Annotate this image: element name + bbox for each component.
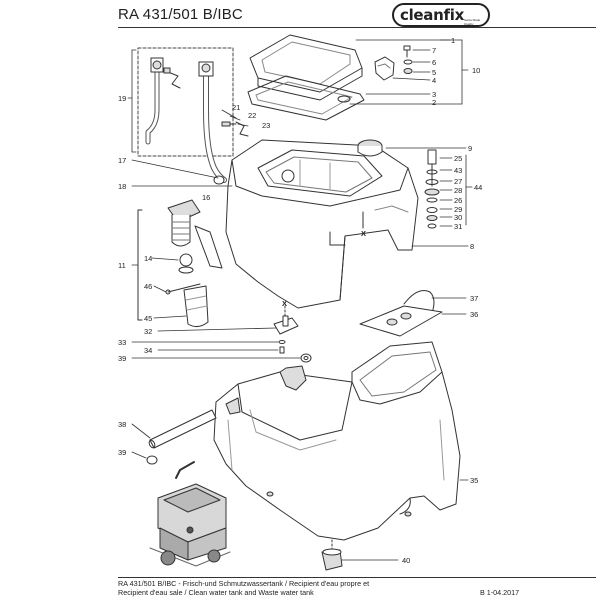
callout-labels-right-top: 7 6 5 4 3 2 1 10 [432,36,480,107]
waste-water-tank [213,341,461,541]
marker-x-center: X [361,229,366,238]
lid-hinge-clip [337,95,351,103]
callout-16: 16 [202,193,210,202]
callout-2: 2 [432,98,436,107]
callout-43: 43 [454,166,462,175]
logo-text: cleanfix [400,6,464,24]
filter-strap-16 [194,225,223,269]
filter-sock-45 [183,285,209,328]
callout-4: 4 [432,76,436,85]
callout-36: 36 [470,310,478,319]
drain-hose-right [198,61,227,185]
callout-17: 17 [118,156,126,165]
callout-29: 29 [454,205,462,214]
filler-cap-9 [357,139,383,157]
callout-45: 45 [144,314,152,323]
screw-34 [279,346,285,354]
footer-document-code: B 1-04.2017 [480,588,520,597]
filter-basket-11 [171,214,191,247]
hose-assembly-dashed-box [137,47,234,157]
seal-39-mid [300,353,312,363]
callout-3: 3 [432,90,436,99]
callout-35: 35 [470,476,478,485]
marker-x-left: X [282,299,287,308]
footer-description-line1: RA 431/501 B/IBC - Frisch-und Schmutzwas… [118,579,370,588]
callout-39-low: 39 [118,448,126,457]
callout-1: 1 [451,36,455,45]
washer-33 [278,340,286,344]
callout-11: 11 [118,261,126,270]
clean-water-tank [225,139,419,309]
callout-33: 33 [118,338,126,347]
hinge-bracket [374,56,395,81]
callout-8: 8 [470,242,474,251]
callout-22: 22 [248,111,256,120]
valve-stack [424,149,440,229]
footer-rule [118,577,596,578]
hose-clip-left [163,67,181,89]
header-rule [118,27,596,28]
hose-clip-right [221,121,249,137]
callout-14: 14 [144,254,152,263]
cable-loop-37 [403,290,435,319]
seal-39-low [146,455,158,465]
drain-hose-left [145,57,164,145]
brace-11 [137,209,143,321]
callout-39-mid: 39 [118,354,126,363]
callout-10: 10 [472,66,480,75]
callout-6: 6 [432,58,436,67]
callout-32: 32 [144,327,152,336]
logo-subtext: Swiss Made Quality [464,18,481,26]
callout-21: 21 [232,103,240,112]
callout-labels-right-bottom: 37 36 35 40 [402,294,478,565]
callout-31: 31 [454,222,462,231]
callout-44: 44 [474,183,482,192]
callout-25: 25 [454,154,462,163]
callout-46: 46 [144,282,152,291]
float-ball-14 [178,253,194,274]
lid-gasket [247,75,365,121]
tank-lid [249,34,363,101]
callout-labels-right-mid: 9 25 43 27 28 26 29 30 31 44 8 [454,144,482,251]
callout-19: 19 [118,94,126,103]
coupling-40 [321,539,343,571]
callout-40: 40 [402,556,410,565]
callout-34: 34 [144,346,152,355]
callout-26: 26 [454,196,462,205]
footer-description-line2: Recipient d'eau sale / Clean water tank … [118,588,314,597]
callout-labels-top-center: 21 22 23 [232,103,270,130]
cleanfix-logo: cleanfix Swiss Made Quality [392,3,490,27]
callout-5: 5 [432,68,436,77]
callout-23: 23 [262,121,270,130]
mount-bracket-32 [273,305,299,335]
callout-30: 30 [454,213,462,222]
machine-thumbnail [149,461,231,567]
callout-18: 18 [118,182,126,191]
callout-37: 37 [470,294,478,303]
handle-panel-36 [359,305,443,337]
callout-38: 38 [118,420,126,429]
washer-6 [403,59,413,65]
drain-tube-38 [148,409,217,449]
callout-9: 9 [468,144,472,153]
callout-27: 27 [454,177,462,186]
callout-7: 7 [432,46,436,55]
callout-28: 28 [454,186,462,195]
leader-lines [127,39,473,561]
page-title: RA 431/501 B/IBC [118,6,243,23]
nut-5 [403,68,413,74]
screw-7 [403,45,411,58]
callout-labels-left: 19 17 18 16 11 14 46 45 32 33 34 39 38 3… [118,94,366,457]
